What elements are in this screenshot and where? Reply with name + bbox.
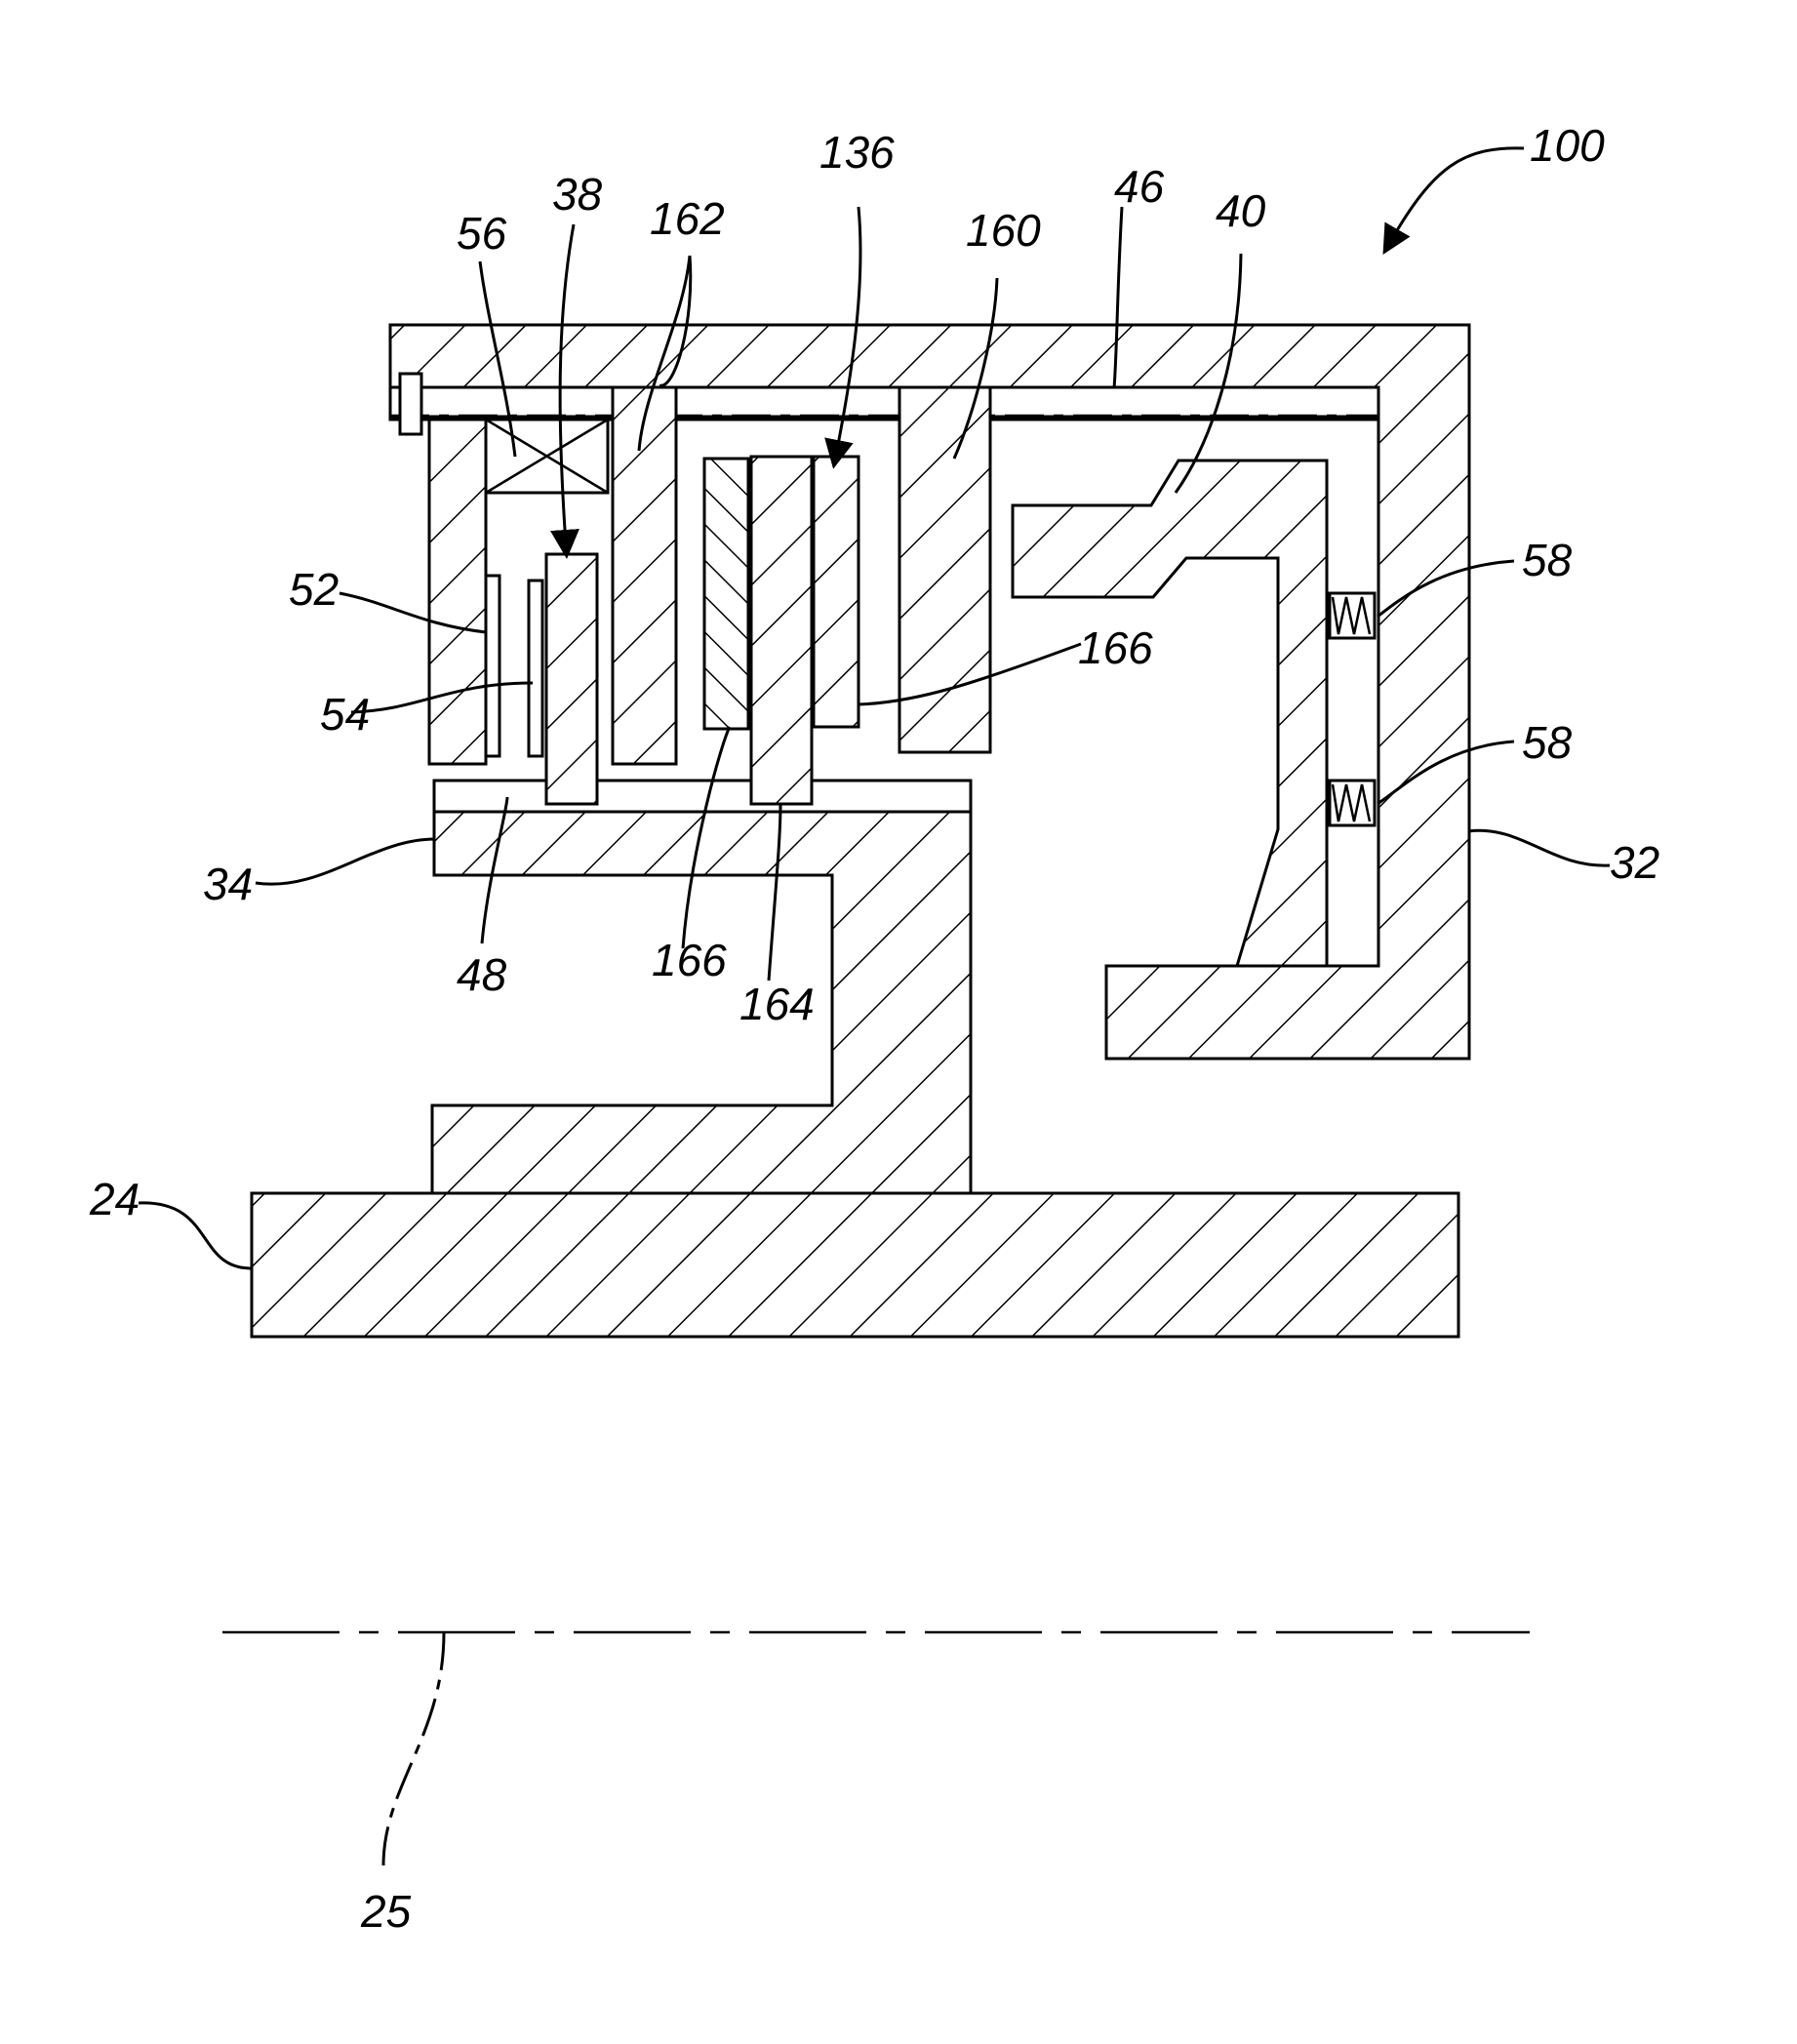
label-25: 25 xyxy=(360,1886,412,1937)
sleeve-48 xyxy=(434,781,971,812)
snap-ring xyxy=(400,374,421,434)
label-52: 52 xyxy=(289,564,339,615)
label-46: 46 xyxy=(1114,161,1165,212)
spring-58-upper xyxy=(1330,593,1375,638)
disc-38 xyxy=(546,554,597,804)
plate-166-right xyxy=(814,457,859,727)
label-164: 164 xyxy=(739,979,815,1029)
label-40: 40 xyxy=(1216,185,1266,236)
hub-34 xyxy=(432,812,971,1193)
label-166-left: 166 xyxy=(652,935,727,985)
plate-162 xyxy=(613,387,676,764)
label-58-lower: 58 xyxy=(1522,717,1573,768)
disc-164 xyxy=(751,457,812,804)
label-166-right: 166 xyxy=(1078,622,1153,673)
spring-58-lower xyxy=(1330,781,1375,825)
label-32: 32 xyxy=(1610,837,1659,888)
piston-40 xyxy=(1013,461,1327,966)
plate-46 xyxy=(390,387,1378,417)
label-54: 54 xyxy=(320,689,370,740)
label-48: 48 xyxy=(457,949,507,1000)
label-38: 38 xyxy=(552,169,603,220)
label-100: 100 xyxy=(1530,120,1605,171)
plate-166-left xyxy=(704,459,748,729)
label-160: 160 xyxy=(966,205,1041,256)
label-162: 162 xyxy=(650,193,725,244)
label-56: 56 xyxy=(457,208,507,259)
label-34: 34 xyxy=(203,859,253,909)
label-58-upper: 58 xyxy=(1522,535,1573,585)
plate-52 xyxy=(429,420,486,764)
label-136: 136 xyxy=(819,127,895,178)
friction-54 xyxy=(529,581,542,756)
friction-52 xyxy=(486,576,499,756)
actuator-56 xyxy=(486,420,608,493)
shaft-24 xyxy=(252,1193,1458,1337)
label-24: 24 xyxy=(89,1174,140,1224)
